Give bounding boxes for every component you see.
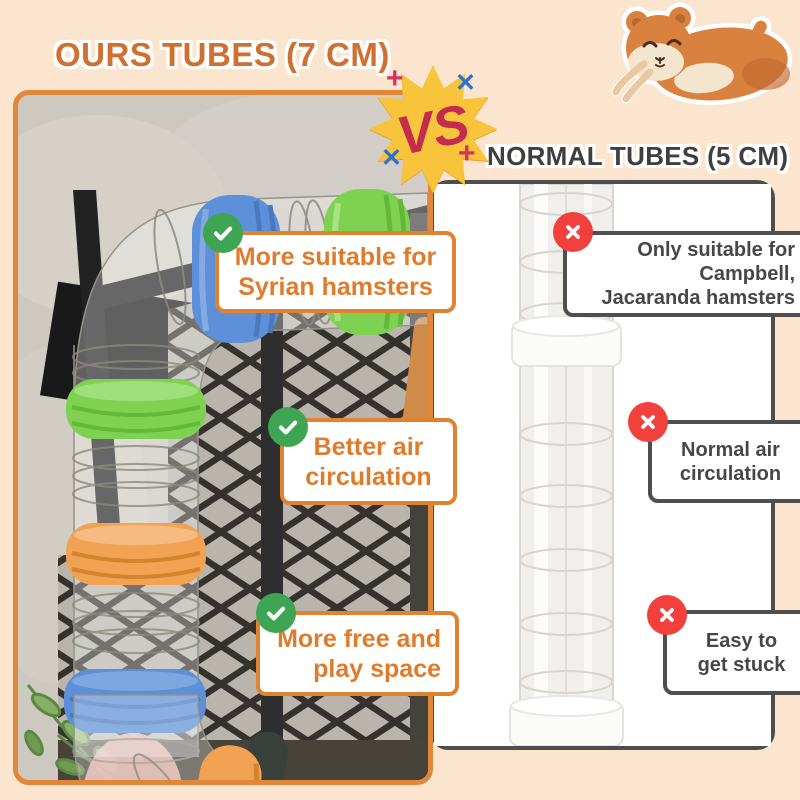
blue-ring: [64, 669, 206, 733]
plus-mark-icon: +: [458, 137, 476, 170]
cross-icon: [628, 402, 668, 442]
check-icon: [268, 407, 308, 447]
plus-mark-icon: +: [386, 62, 404, 95]
green-ring: [66, 379, 206, 439]
check-icon: [203, 213, 243, 253]
ours-callout-2: Better air circulation: [280, 418, 457, 505]
normal-callout-2: Normal air circulation: [648, 420, 800, 503]
normal-callout-3: Easy to get stuck: [663, 610, 800, 695]
normal-tubes-title: NORMAL TUBES (5 CM): [487, 141, 789, 171]
cross-icon: [647, 595, 687, 635]
cross-mark-icon: ✕: [455, 69, 476, 97]
vs-badge: VS: [369, 65, 497, 194]
ours-callout-1: More suitable for Syrian hamsters: [215, 231, 456, 313]
ours-tubes-title: OURS TUBES (7 CM): [55, 36, 390, 73]
vs-label: VS: [392, 93, 475, 167]
check-icon: [256, 593, 296, 633]
orange-ring: [66, 523, 206, 585]
cross-mark-icon: ✕: [381, 144, 402, 172]
hamster-mascot-illustration: [611, 2, 793, 106]
cross-icon: [553, 212, 593, 252]
normal-callout-1: Only suitable for Campbell, Jacaranda ha…: [563, 231, 800, 317]
